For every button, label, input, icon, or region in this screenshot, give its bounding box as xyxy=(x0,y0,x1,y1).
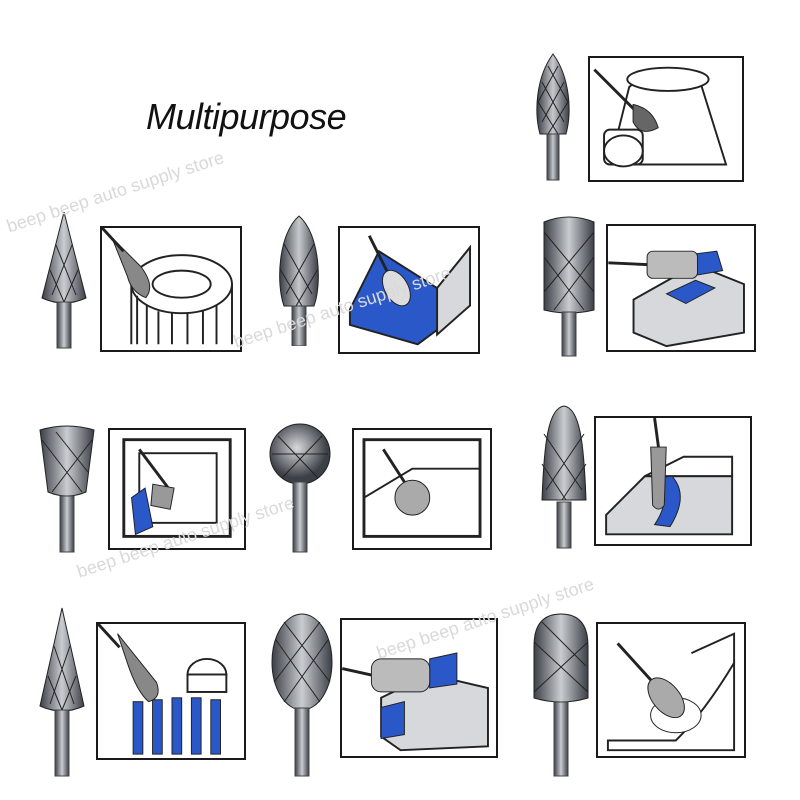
application-panel-angle xyxy=(338,226,480,354)
application-panel-frame xyxy=(108,428,246,550)
burr-bit-cylinder-1 xyxy=(538,212,600,358)
burr-bit-cone-2 xyxy=(34,606,90,778)
burr-bit-tree xyxy=(536,404,592,550)
application-panel-fins xyxy=(96,622,246,760)
burr-bit-inverted-cone xyxy=(36,422,98,554)
application-panel-cylinder-edge xyxy=(588,56,744,182)
application-panel-gear xyxy=(100,226,242,352)
burr-bit-ball-nose-cylinder xyxy=(530,612,592,778)
burr-bit-oval xyxy=(270,612,334,778)
burr-bit-flame-1 xyxy=(528,52,578,182)
application-panel-curved-recess xyxy=(596,622,746,758)
application-panel-slot xyxy=(606,224,756,352)
burr-bit-flame-2 xyxy=(272,214,326,346)
application-panel-inside-corner xyxy=(352,428,492,550)
application-panel-weld-seam xyxy=(594,416,752,546)
burr-bit-ball xyxy=(268,418,332,554)
application-panel-channel xyxy=(340,618,498,758)
burr-bit-cone-1 xyxy=(36,210,92,350)
page-title: Multipurpose xyxy=(146,96,347,137)
